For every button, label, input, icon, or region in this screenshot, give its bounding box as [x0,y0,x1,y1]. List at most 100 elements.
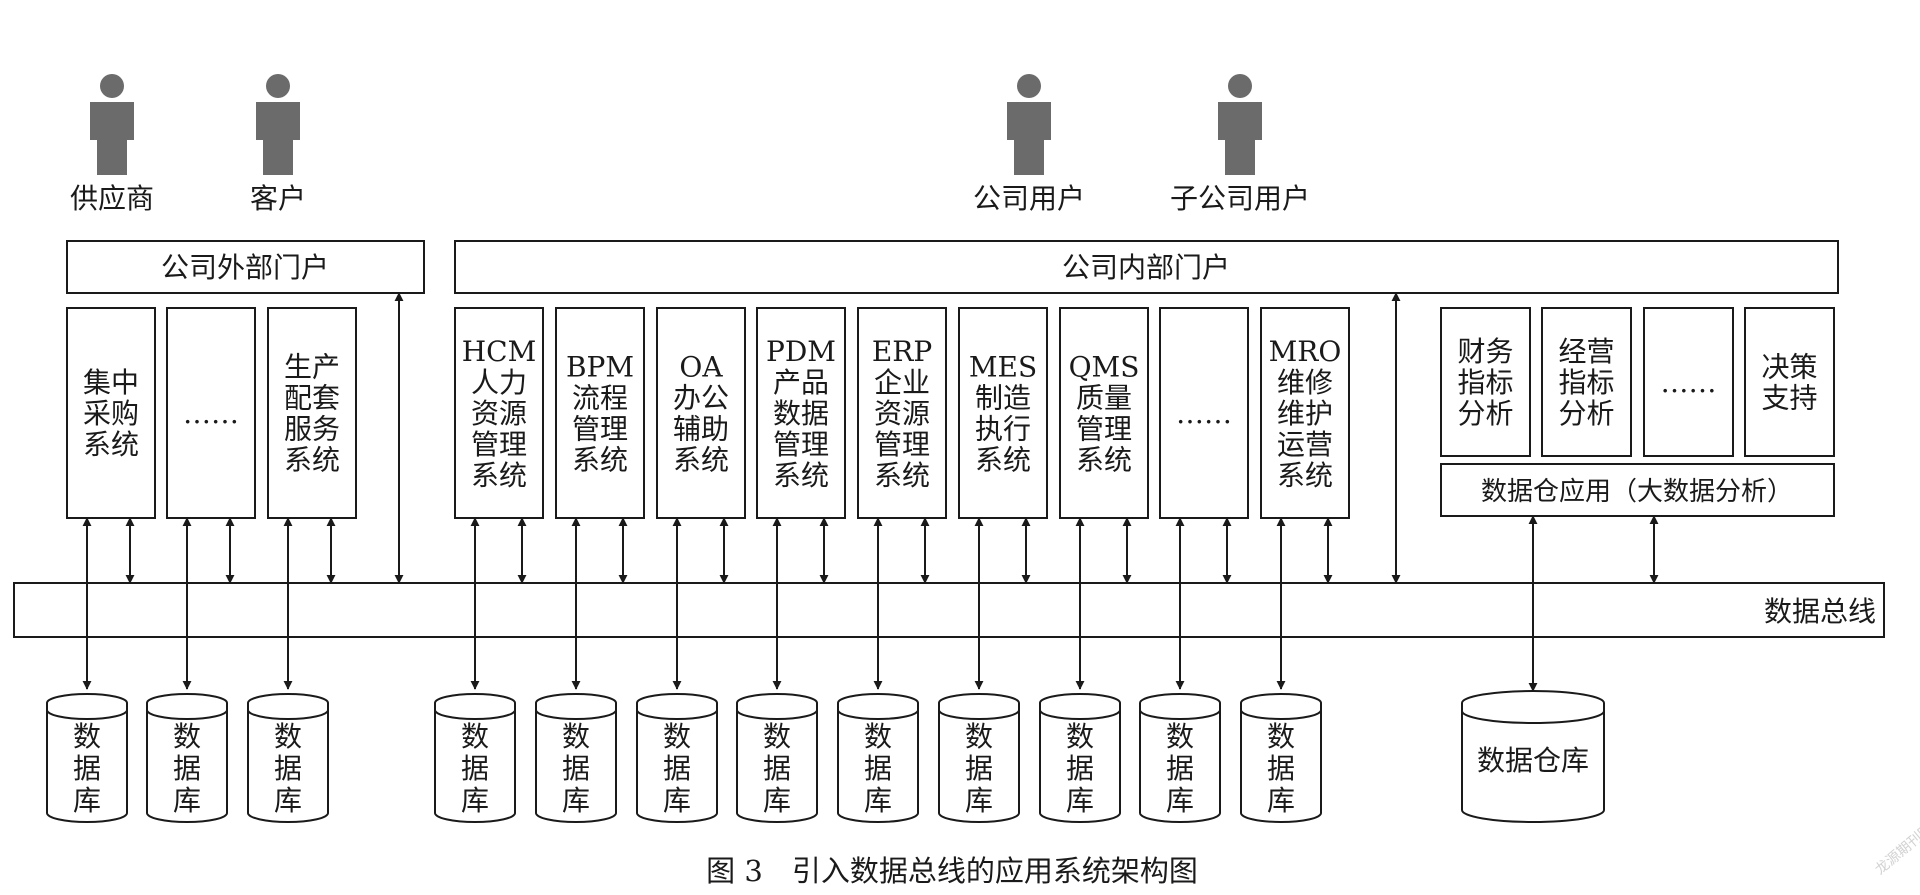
database-label-char: 库 [461,784,489,817]
system-label-line: 配套 [284,382,340,415]
system-label-line: 资源 [874,397,930,430]
figure-caption: 图 3 引入数据总线的应用系统架构图 [706,854,1198,888]
user-subsidiary: 子公司用户 [1170,74,1310,215]
system-label-line: 服务 [284,413,340,446]
system-box [1159,307,1249,519]
system-label-line: 集中 [83,366,139,399]
system-box [1744,307,1835,457]
database-label-char: 据 [562,752,590,785]
system-label-line: 系统 [284,444,340,477]
external-database-2: 数据库 [146,693,228,823]
system-box [1440,307,1531,457]
external-database-1: 数据库 [46,693,128,823]
system-label-line: 系统 [1277,459,1333,492]
system-label-line: 产品 [773,366,829,399]
system-box [267,307,357,519]
internal-database-9: 数据库 [1240,693,1322,823]
system-label-line: 支持 [1761,382,1817,415]
database-label-char: 据 [173,752,201,785]
system-label-line: 财务 [1457,335,1513,368]
database-label-char: 据 [73,752,101,785]
system-box [958,307,1048,519]
database-label-char: 据 [965,752,993,785]
database-label-char: 数 [461,720,489,753]
system-label-line: 生产 [284,351,340,384]
system-label-line: 分析 [1558,397,1614,430]
internal-database-1: 数据库 [434,693,516,823]
system-label-line: 制造 [975,382,1031,415]
user-supplier: 供应商 [70,74,154,215]
database-label-char: 数 [965,720,993,753]
system-label-line: 维修 [1277,366,1333,399]
system-label-line: 办公 [673,382,729,415]
system-label-line: 流程 [572,382,628,415]
system-box [555,307,645,519]
external-database-3: 数据库 [247,693,329,823]
internal-system-8: …… [1159,307,1249,519]
system-label-line: 执行 [975,413,1031,446]
internal-database-3: 数据库 [636,693,718,823]
system-label-line: 系统 [1076,444,1132,477]
database-cylinder [837,693,919,823]
internal-database-2: 数据库 [535,693,617,823]
database-cylinder [146,693,228,823]
database-label-char: 据 [663,752,691,785]
system-label-line: OA [679,351,723,384]
internal-portal-label: 公司内部门户 [1062,251,1230,284]
system-label-line: PDM [766,335,836,368]
database-label-char: 据 [1267,752,1295,785]
user-label: 子公司用户 [1170,182,1310,215]
system-box [656,307,746,519]
system-box [756,307,846,519]
system-label-line: 系统 [83,428,139,461]
database-label-char: 库 [173,784,201,817]
system-label-line: 数据 [773,397,829,430]
system-label-line: QMS [1069,351,1140,384]
warehouse-cylinder [1461,690,1605,823]
database-label-char: 数 [73,720,101,753]
system-label-line: 运营 [1277,428,1333,461]
internal-database-4: 数据库 [736,693,818,823]
database-label-char: 库 [965,784,993,817]
system-label-line: HCM [462,335,537,368]
data-bus-label: 数据总线 [1764,595,1876,628]
system-label-line: 分析 [1457,397,1513,430]
system-label-line: 指标 [1457,366,1513,399]
system-label-line: 系统 [673,444,729,477]
system-box [1260,307,1350,519]
system-label-line: ERP [872,335,932,368]
database-label-char: 库 [73,784,101,817]
system-label-line: 资源 [471,397,527,430]
system-label-line: 人力 [471,366,527,399]
analysis-app-3: …… [1643,307,1734,457]
database-cylinder [1139,693,1221,823]
database-cylinder [46,693,128,823]
database-cylinder [434,693,516,823]
system-label-line: 系统 [572,444,628,477]
database-label-char: 据 [1066,752,1094,785]
person-icon [256,74,300,175]
person-icon [1007,74,1051,175]
database-cylinder [736,693,818,823]
system-box [1643,307,1734,457]
system-label-line: 管理 [773,428,829,461]
database-cylinder [938,693,1020,823]
system-label-line: 系统 [773,459,829,492]
internal-portal: 公司内部门户 [454,240,1839,294]
database-label-char: 数 [864,720,892,753]
database-label-char: 库 [1066,784,1094,817]
user-label: 供应商 [70,182,154,215]
external-system-2: …… [166,307,256,519]
user-company: 公司用户 [973,74,1085,215]
system-label-line: 管理 [874,428,930,461]
system-label-line: 管理 [471,428,527,461]
person-icon [1218,74,1262,175]
